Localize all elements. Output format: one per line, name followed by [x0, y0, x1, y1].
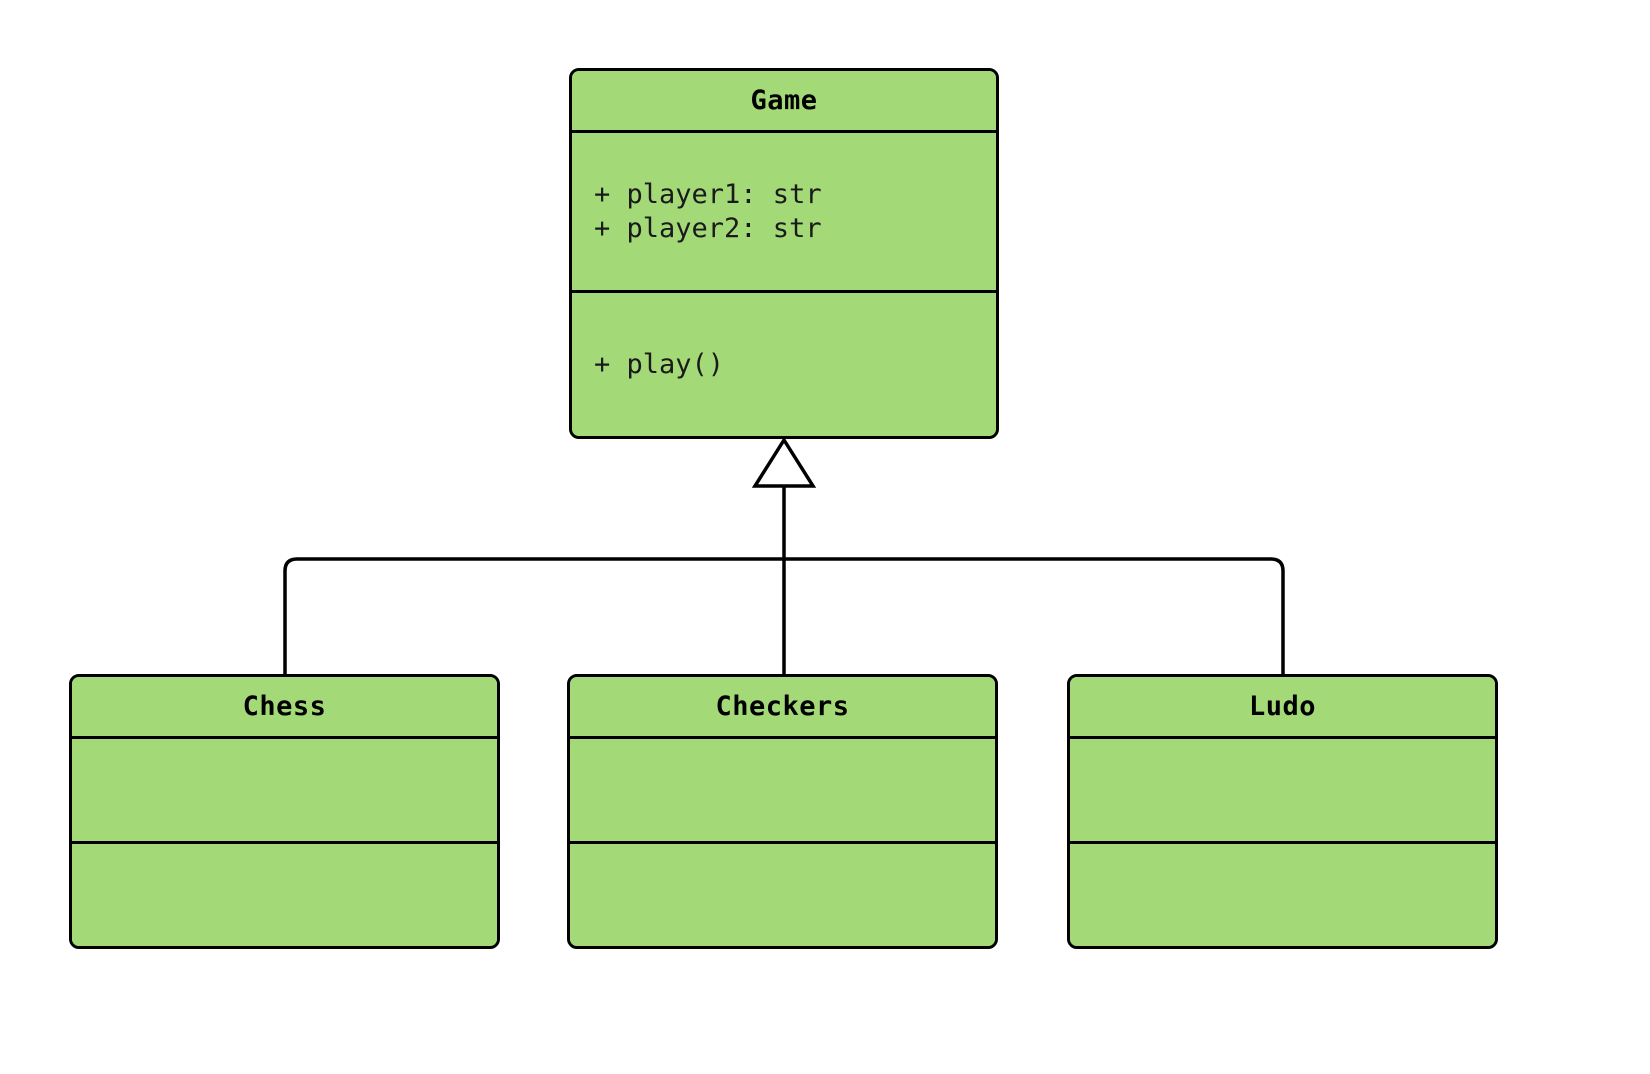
attribute-row: + player2: str — [594, 212, 822, 244]
operations-compartment-game: + play() — [572, 293, 996, 436]
operations-compartment-chess — [72, 844, 497, 946]
attributes-compartment-ludo — [1070, 739, 1495, 844]
class-name-chess: Chess — [72, 677, 497, 739]
attributes-compartment-checkers — [570, 739, 995, 844]
operations-compartment-ludo — [1070, 844, 1495, 946]
attributes-compartment-chess — [72, 739, 497, 844]
class-name-checkers: Checkers — [570, 677, 995, 739]
class-box-ludo[interactable]: Ludo — [1067, 674, 1498, 949]
class-box-chess[interactable]: Chess — [69, 674, 500, 949]
generalization-arrowhead-icon — [751, 436, 817, 488]
operation-row: + play() — [594, 348, 725, 380]
class-name-game: Game — [572, 71, 996, 133]
attribute-row: + player1: str — [594, 178, 822, 210]
class-box-checkers[interactable]: Checkers — [567, 674, 998, 949]
class-name-ludo: Ludo — [1070, 677, 1495, 739]
operations-compartment-checkers — [570, 844, 995, 946]
class-box-game[interactable]: Game + player1: str + player2: str + pla… — [569, 68, 999, 439]
attributes-compartment-game: + player1: str + player2: str — [572, 133, 996, 293]
